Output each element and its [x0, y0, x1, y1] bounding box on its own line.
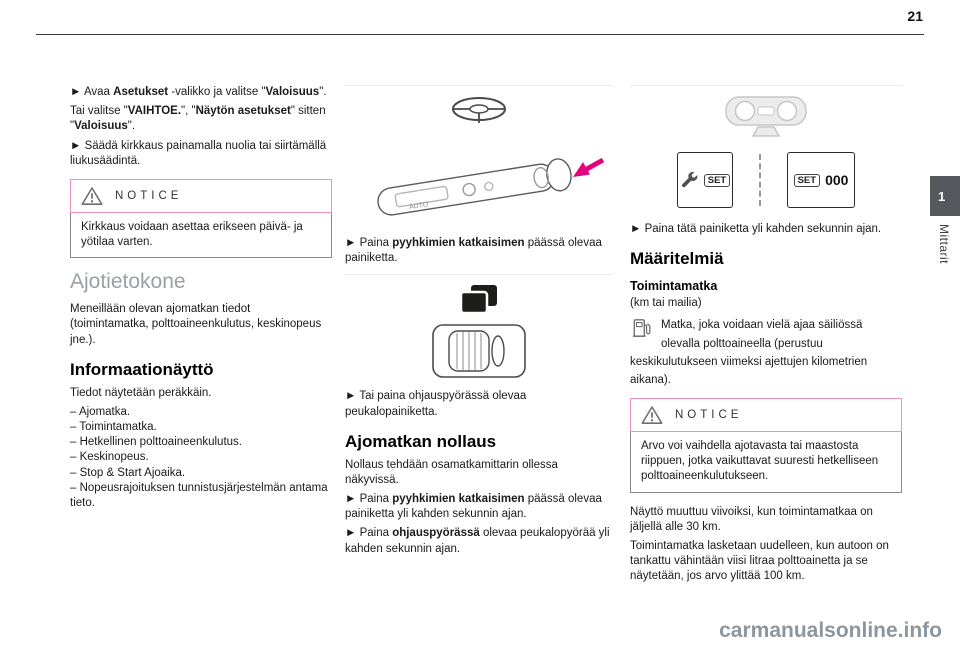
- paragraph-trip-computer: Meneillään olevan ajomatkan tiedot (toim…: [70, 303, 322, 346]
- paragraph-range-dashes: Näyttö muuttuu viivoiksi, kun toimintama…: [630, 505, 873, 533]
- notice-box: NOTICE Kirkkaus voidaan asettaa erikseen…: [70, 178, 332, 259]
- notice-header: NOTICE: [630, 398, 902, 433]
- list-item: – Ajomatka.: [70, 405, 131, 418]
- subsection-heading-info-display: Informaationäyttö: [70, 359, 214, 379]
- paragraph-brightness-1: ► Avaa Asetukset -valikko ja valitse "Va…: [70, 86, 327, 98]
- stalk-auto-label: AUTO: [408, 201, 429, 211]
- header-rule: [36, 34, 924, 35]
- wiper-stalk-drawing: AUTO: [376, 157, 604, 216]
- chapter-tab-label: Mittarit: [937, 224, 951, 264]
- subsection-heading-trip-reset: Ajomatkan nollaus: [345, 431, 497, 451]
- definition-heading-range: Toimintamatka: [630, 279, 718, 294]
- column-left: ► Avaa Asetukset -valikko ja valitse "Va…: [70, 85, 332, 511]
- warning-triangle-icon: [641, 406, 663, 424]
- paragraph-thumb-button: ► Tai paina ohjauspyörässä olevaa peukal…: [345, 390, 527, 418]
- notice-header: NOTICE: [70, 178, 332, 213]
- paragraph-reset-wheel: ► Paina ohjauspyörässä olevaa peukalopyö…: [345, 527, 610, 555]
- paragraph-brightness-3: ► Säädä kirkkaus painamalla nuolia tai s…: [70, 139, 327, 167]
- section-heading-trip-computer: Ajotietokone: [70, 270, 186, 294]
- chapter-tab-number[interactable]: 1: [930, 176, 960, 216]
- set-label: SET: [703, 173, 731, 187]
- paragraph-range-recalc: Toimintamatka lasketaan uudelleen, kun a…: [630, 539, 889, 583]
- range-definition: Matka, joka voidaan vielä ajaa säiliössä…: [630, 315, 902, 388]
- column-middle: AUTO ► Paina pyyhkimien katkaisimen pääs…: [345, 85, 612, 561]
- notice-box: NOTICE Arvo voi vaihdella ajotavasta tai…: [630, 398, 902, 493]
- figure-cluster-buttons: SET SET 000: [630, 85, 902, 212]
- instrument-cluster-icon: [725, 96, 807, 137]
- paragraph-display-intro: Tiedot näytetään peräkkäin.: [70, 386, 212, 399]
- list-item: – Toimintamatka.: [70, 421, 157, 434]
- steering-wheel-icon: [451, 97, 506, 123]
- figure-wiper-stalk: AUTO: [345, 85, 612, 230]
- paragraph-reset-intro: Nollaus tehdään osamatkamittarin ollessa…: [345, 458, 558, 486]
- list-item: – Stop & Start Ajoaika.: [70, 466, 186, 479]
- column-right: SET SET 000 ► Paina tätä painiketta yli …: [630, 85, 902, 588]
- wrench-icon: [681, 171, 698, 187]
- range-unit: (km tai mailia): [630, 297, 702, 310]
- subsection-heading-definitions: Määritelmiä: [630, 249, 724, 269]
- page-number: 21: [907, 8, 923, 24]
- fuel-pump-icon: [632, 319, 651, 338]
- display-pages-icon: [459, 285, 497, 315]
- dashed-divider: [759, 154, 761, 206]
- paragraph-press-button: ► Paina tätä painiketta yli kahden sekun…: [630, 223, 882, 235]
- list-item: – Hetkellinen polttoaineenkulutus.: [70, 436, 242, 449]
- list-item: – Keskinopeus.: [70, 451, 149, 464]
- paragraph-reset-wiper: ► Paina pyyhkimien katkaisimen päässä ol…: [345, 493, 602, 521]
- set-label: SET: [793, 173, 821, 187]
- notice-text: Arvo voi vaihdella ajotavasta tai maasto…: [630, 432, 902, 493]
- set-display-box: SET 000: [787, 152, 855, 208]
- set-button-box: SET: [677, 152, 733, 208]
- notice-text: Kirkkaus voidaan asettaa erikseen päivä-…: [70, 212, 332, 259]
- warning-triangle-icon: [81, 187, 103, 205]
- set-buttons-row: SET SET 000: [677, 152, 855, 208]
- magenta-arrow: [583, 157, 604, 173]
- paragraph-wiper-button: ► Paina pyyhkimien katkaisimen päässä ol…: [345, 237, 602, 265]
- thumbwheel-drawing: [431, 324, 526, 379]
- list-item: – Nopeusrajoituksen tunnistusjärjestelmä…: [70, 481, 328, 509]
- notice-title: NOTICE: [115, 189, 183, 202]
- figure-thumbwheel: [345, 274, 612, 383]
- info-list: – Ajomatka. – Toimintamatka. – Hetkellinen…: [70, 405, 332, 511]
- paragraph-brightness-2: Tai valitse "VAIHTOE.", "Näytön asetukse…: [70, 105, 326, 133]
- range-definition-text: Matka, joka voidaan vielä ajaa säiliössä…: [630, 319, 868, 386]
- watermark: carmanualsonline.info: [719, 619, 942, 642]
- notice-title: NOTICE: [675, 409, 743, 422]
- set-value: 000: [825, 172, 849, 188]
